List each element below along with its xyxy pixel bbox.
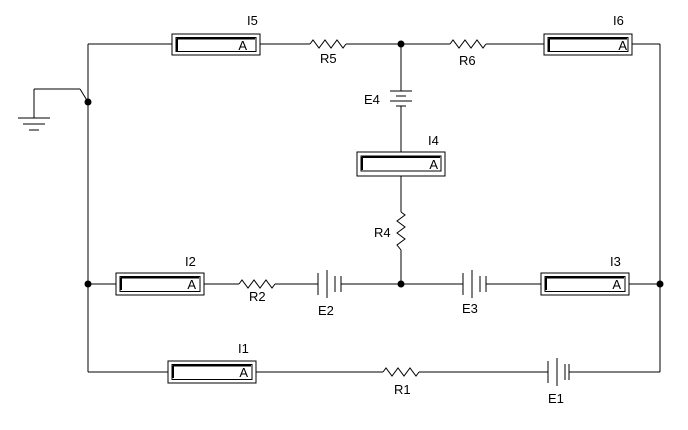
junction-dot	[397, 280, 405, 288]
resistor-r2[interactable]: R2	[238, 279, 276, 304]
ammeter-label: I1	[238, 341, 249, 356]
resistor-label: R2	[249, 289, 266, 304]
source-label: E1	[548, 391, 564, 406]
ammeter-unit: A	[238, 38, 247, 53]
resistor-label: R5	[320, 51, 337, 66]
resistor-r5[interactable]: R5	[309, 39, 347, 66]
resistor-r4[interactable]: R4	[374, 211, 406, 251]
ammeter-i6[interactable]: A I6	[543, 13, 633, 56]
junction-dot	[656, 280, 664, 288]
battery-e1[interactable]: E1	[547, 358, 570, 406]
source-label: E4	[364, 92, 380, 107]
junctions	[84, 40, 664, 288]
wires	[33, 43, 661, 373]
source-label: E3	[462, 301, 478, 316]
ammeter-unit: A	[187, 277, 196, 292]
junction-dot	[397, 40, 405, 48]
battery-e4[interactable]: E4	[364, 90, 412, 107]
source-label: E2	[318, 303, 334, 318]
resistor-label: R1	[394, 382, 411, 397]
battery-e3[interactable]: E3	[462, 270, 487, 316]
resistor-r1[interactable]: R1	[382, 367, 420, 397]
ammeter-label: I6	[613, 13, 624, 28]
resistor-r6[interactable]: R6	[449, 39, 487, 68]
ammeter-i3[interactable]: A I3	[540, 254, 630, 296]
ground-icon	[18, 117, 50, 131]
ammeter-i1[interactable]: A I1	[167, 341, 257, 384]
ammeter-unit: A	[612, 277, 621, 292]
ammeter-unit: A	[239, 365, 248, 380]
ammeter-label: I2	[185, 254, 196, 269]
ammeter-unit: A	[618, 38, 627, 53]
ammeter-i2[interactable]: A I2	[115, 254, 205, 296]
junction-dot	[84, 98, 92, 106]
resistor-label: R4	[374, 225, 391, 240]
ammeter-label: I5	[247, 13, 258, 28]
ammeter-label: I4	[428, 133, 439, 148]
ammeter-i5[interactable]: A I5	[171, 13, 261, 56]
ammeter-unit: A	[429, 157, 438, 172]
ammeter-i4[interactable]: A I4	[356, 133, 446, 177]
resistor-label: R6	[459, 53, 476, 68]
ammeter-label: I3	[610, 254, 621, 269]
junction-dot	[84, 280, 92, 288]
battery-e2[interactable]: E2	[317, 270, 342, 318]
